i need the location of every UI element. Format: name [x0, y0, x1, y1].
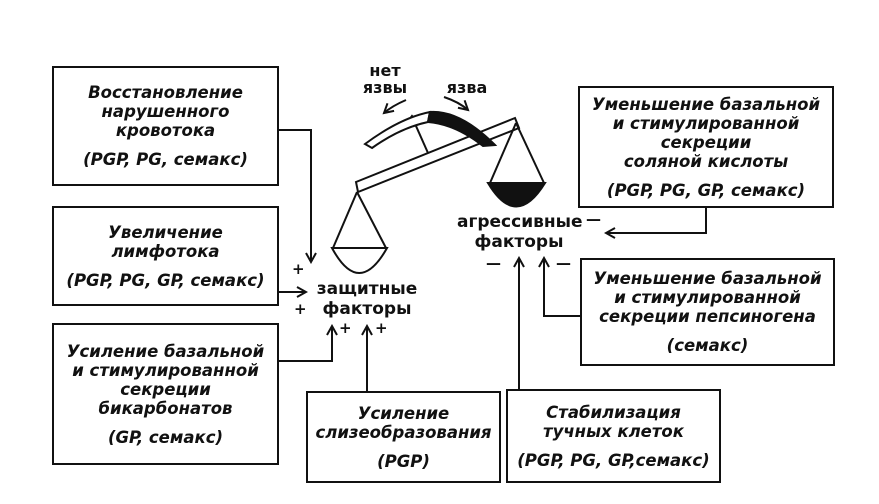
box-text-line: кровотока [115, 121, 216, 140]
label-no-ulcer-line: язвы [362, 78, 408, 97]
box-text-line: и стимулированной [612, 113, 800, 133]
arrow-to-ulcer [443, 96, 468, 110]
connector-blood-flow [278, 129, 311, 262]
plus-sign: + [339, 319, 352, 337]
minus-sign: — [556, 254, 571, 272]
plus-sign: + [292, 260, 305, 278]
box-text-line: нарушенного [101, 102, 230, 121]
defensive-factors-line: защитные [316, 279, 418, 299]
box-refs: (PGP, PG, GP,семакс) [517, 450, 710, 470]
box-blood-flow: Восстановление нарушенного кровотока (PG… [52, 66, 279, 186]
label-ulcer: язва [446, 78, 488, 97]
aggressive-factors-label: агрессивные факторы [457, 212, 583, 252]
box-text-line: Восстановление [88, 83, 243, 102]
box-lymph-flow: Увеличение лимфотока (PGP, PG, GP, семак… [52, 206, 279, 306]
minus-sign: — [586, 210, 601, 228]
box-pepsinogen: Уменьшение базальной и стимулированной с… [580, 258, 835, 366]
box-text-line: и стимулированной [72, 360, 259, 380]
box-text-line: тучных клеток [543, 421, 684, 441]
box-text-line: Усиление базальной [66, 341, 265, 361]
box-mucus: Усиление слизеобразования (PGP) [306, 391, 501, 483]
defensive-factors-line: факторы [322, 299, 412, 319]
arrow-to-no-ulcer [384, 99, 407, 113]
gauge-no-ulcer [363, 110, 432, 150]
connector-pepsinogen [544, 258, 581, 317]
gauge-ulcer [426, 110, 498, 148]
box-text-line: секреции [120, 379, 211, 399]
box-text-line: слизеобразования [315, 422, 492, 442]
box-bicarbonate: Усиление базальной и стимулированной сек… [52, 323, 279, 465]
scale-beam [354, 116, 521, 194]
box-text-line: бикарбонатов [98, 398, 233, 418]
connector-bicarbonate [278, 326, 332, 362]
box-text-line: Стабилизация [546, 402, 681, 422]
box-text-line: лимфотока [111, 241, 220, 261]
box-text-line: и стимулированной [614, 288, 801, 307]
box-refs: (PGP, PG, GP, семакс) [66, 270, 265, 290]
box-text-line: Уменьшение базальной [591, 94, 821, 114]
box-text-line: Усиление [357, 403, 450, 423]
defensive-factors-label: защитные факторы [312, 279, 422, 319]
aggressive-factors-line: факторы [474, 232, 564, 252]
box-refs: (GP, семакс) [107, 427, 224, 447]
box-mast-cells: Стабилизация тучных клеток (PGP, PG, GP,… [506, 389, 721, 483]
box-refs: (PGP, PG, семакс) [83, 150, 248, 169]
box-hcl: Уменьшение базальной и стимулированной с… [578, 86, 834, 208]
label-no-ulcer: нет язвы [360, 62, 410, 96]
plus-sign: + [375, 319, 388, 337]
box-text-line: секреции пепсиногена [599, 307, 816, 326]
box-text-line: Уменьшение базальной [593, 269, 822, 288]
connector-hcl [606, 206, 707, 233]
left-pan [330, 247, 389, 274]
box-refs: (PGP, PG, GP, семакс) [606, 180, 806, 200]
plus-sign: + [294, 300, 307, 318]
balance-scale-icon [330, 96, 547, 274]
box-refs: (PGP) [377, 451, 430, 471]
minus-sign: — [486, 254, 501, 272]
box-text-line: Увеличение [108, 222, 223, 242]
aggressive-factors-line: агрессивные [457, 212, 583, 232]
box-refs: (семакс) [666, 336, 749, 355]
box-text-line: секреции [660, 132, 752, 152]
label-no-ulcer-line: нет [369, 61, 401, 80]
box-text-line: соляной кислоты [623, 151, 789, 171]
right-pan [486, 182, 547, 208]
